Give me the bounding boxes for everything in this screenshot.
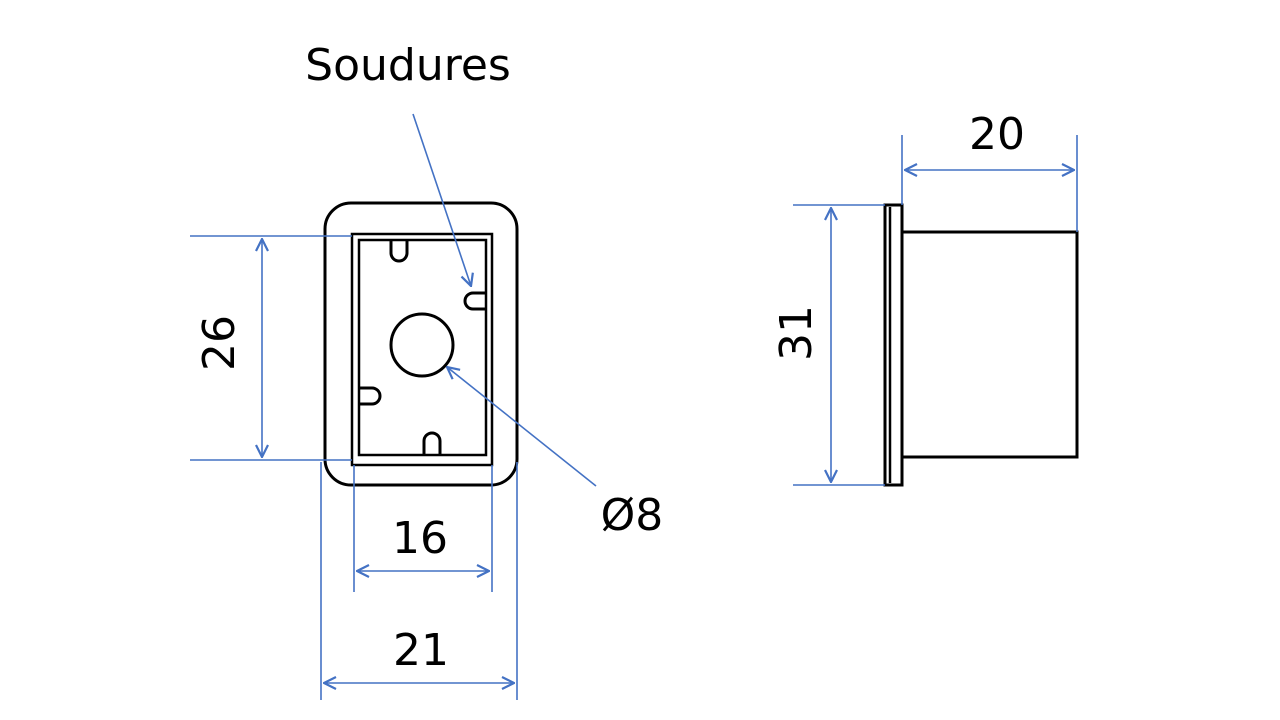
inner-height-label: 26 [194, 315, 245, 371]
leader-line-welds [412, 113, 471, 286]
weld-top-left [389, 241, 409, 263]
side-depth-label: 20 [969, 109, 1025, 160]
end-plate-outline [883, 203, 904, 487]
center-hole [389, 312, 455, 378]
outer-width-label: 21 [393, 625, 449, 676]
weld-left [360, 386, 382, 406]
welds-label: Soudures [305, 40, 511, 91]
inner-plate-inner-edge [357, 238, 488, 457]
dimension-lines [190, 113, 1078, 700]
labels: Soudures 26 16 21 Ø8 31 20 [194, 40, 1025, 676]
side-height-label: 31 [771, 305, 822, 361]
front-view [323, 201, 519, 487]
weld-right [463, 291, 485, 311]
weld-bottom [422, 431, 442, 454]
hole-diameter-label: Ø8 [601, 490, 664, 541]
tube-body-outline [900, 230, 1079, 459]
inner-plate-outer-edge [350, 232, 494, 467]
inner-width-label: 16 [392, 513, 448, 564]
outer-tube-outline [323, 201, 519, 487]
side-view [883, 203, 1079, 487]
leader-line-hole [447, 367, 597, 487]
